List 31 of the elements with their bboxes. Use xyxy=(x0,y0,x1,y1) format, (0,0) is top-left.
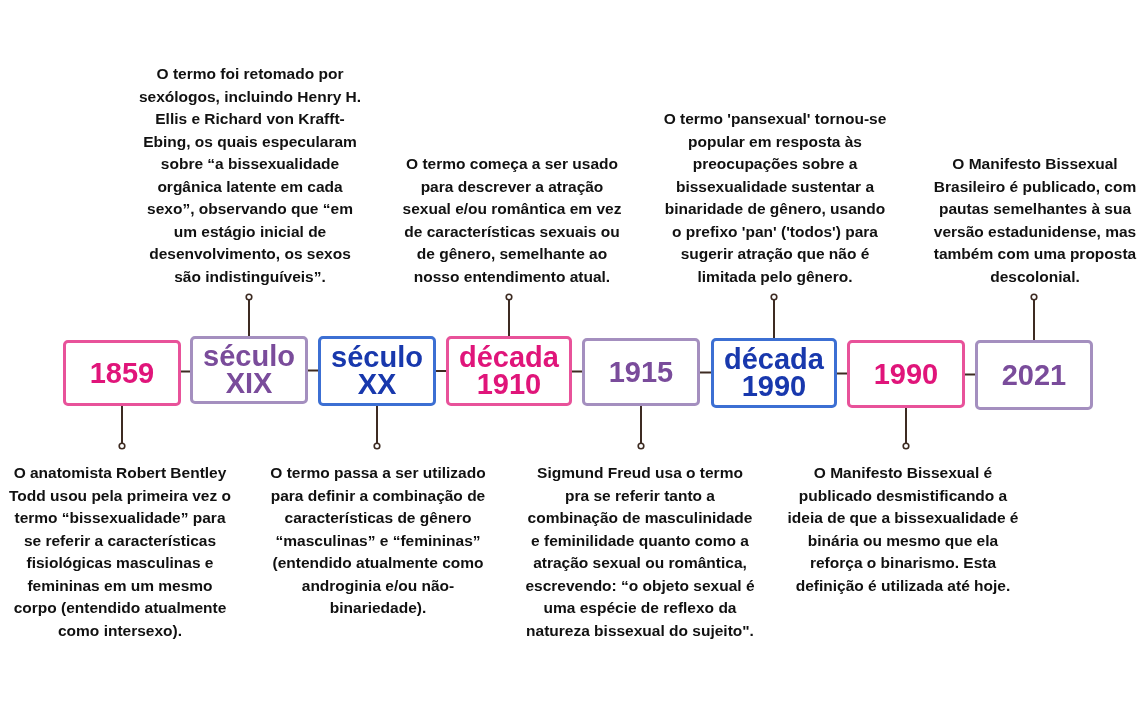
date-box: 1859 xyxy=(63,340,181,406)
event-description: O termo começa a ser usado para descrever a atração sexual e/ou romântica em vez de características sexuais ou de gênero, semelhante ao nosso entendimento atual. xyxy=(401,154,623,287)
leader-line xyxy=(245,293,253,337)
leader-line xyxy=(637,405,645,450)
event-description: O Manifesto Bissexual Brasileiro é publicado, com pautas semelhantes à sua versão estadunidense, mas também com uma proposta descolonial. xyxy=(932,154,1138,287)
leader-line xyxy=(505,293,513,337)
leader-line xyxy=(373,405,381,450)
date-box: década 1910 xyxy=(446,336,572,406)
connector-line xyxy=(836,372,848,375)
event-description: O termo 'pansexual' tornou-se popular em resposta às preocupações sobre a bissexualidade sustentar a binaridade de gênero, usando o prefixo 'pan' ('todos') para sugerir atração que não é limitada pelo gênero. xyxy=(662,109,888,287)
date-box: século XIX xyxy=(190,336,308,404)
date-box: 1915 xyxy=(582,338,700,406)
leader-line xyxy=(770,293,778,339)
connector-line xyxy=(699,371,712,374)
connector-line xyxy=(435,370,447,372)
event-description: O anatomista Robert Bentley Todd usou pela primeira vez o termo “bissexualidade” para se referir a características fisiológicas masculinas e femininas em um mesmo corpo (entendido atualmente como intersexo). xyxy=(8,463,232,641)
date-box: século XX xyxy=(318,336,436,406)
event-description: O termo foi retomado por sexólogos, incluindo Henry H. Ellis e Richard von Krafft-Ebing, os quais especularam sobre “a bissexualidade orgânica latente em cada sexo”, observando que “em um estágio inicial de desenvolvimento, os sexos são indistinguíveis”. xyxy=(137,64,363,287)
date-box: 2021 xyxy=(975,340,1093,410)
event-description: O Manifesto Bissexual é publicado desmistificando a ideia de que a bissexualidade é binária ou mesmo que ela reforça o binarismo. Esta definição é utilizada até hoje. xyxy=(787,463,1019,596)
event-description: Sigmund Freud usa o termo pra se referir tanto a combinação de masculinidade e feminilidade quanto como a atração sexual ou romântica, escrevendo: “o objeto sexual é uma espécie de reflexo da natureza bissexual do sujeito". xyxy=(524,463,756,641)
leader-line xyxy=(1030,293,1038,341)
connector-line xyxy=(180,370,191,373)
date-box: 1990 xyxy=(847,340,965,408)
date-box: década 1990 xyxy=(711,338,837,408)
event-description: O termo passa a ser utilizado para definir a combinação de características de gênero “masculinas” e “femininas” (entendido atualmente como androginia e/ou não-binariedade). xyxy=(269,463,487,618)
connector-line xyxy=(307,369,319,372)
leader-line xyxy=(902,407,910,450)
connector-line xyxy=(571,370,583,373)
leader-line xyxy=(118,405,126,450)
connector-line xyxy=(964,373,976,376)
